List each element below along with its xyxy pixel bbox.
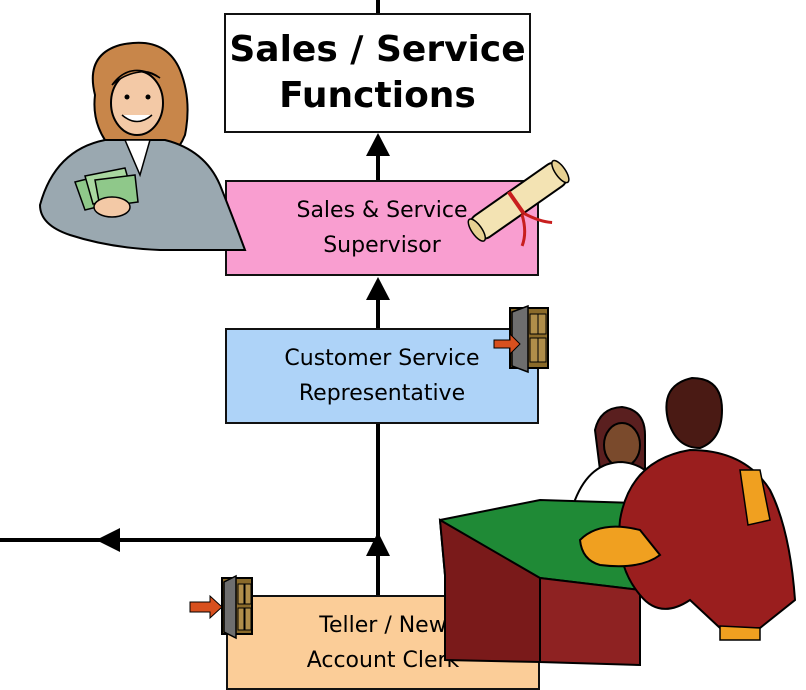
door-icon bbox=[493, 304, 549, 374]
csr-line-2: Representative bbox=[298, 381, 466, 406]
title-box: Sales / Service Functions bbox=[224, 13, 531, 133]
csr-box: Customer Service Representative bbox=[225, 328, 539, 424]
meeting-at-desk-clipart bbox=[438, 376, 797, 667]
diploma-scroll-icon bbox=[467, 159, 570, 247]
woman-with-money-clipart bbox=[38, 41, 247, 251]
arrow-up-to-supervisor bbox=[366, 277, 390, 300]
teller-line-1: Teller / New bbox=[319, 612, 447, 638]
supervisor-line-1: Sales & Service bbox=[296, 198, 468, 223]
door-icon bbox=[189, 574, 253, 640]
supervisor-line-2: Supervisor bbox=[323, 233, 441, 258]
title-line-1: Sales / Service bbox=[229, 29, 526, 70]
arrow-up-junction bbox=[366, 532, 390, 556]
csr-line-1: Customer Service bbox=[284, 346, 480, 371]
teller-line-2: Account Clerk bbox=[306, 647, 460, 673]
arrow-up-to-title bbox=[366, 133, 390, 156]
title-line-2: Functions bbox=[279, 75, 476, 116]
arrow-left bbox=[96, 528, 120, 552]
